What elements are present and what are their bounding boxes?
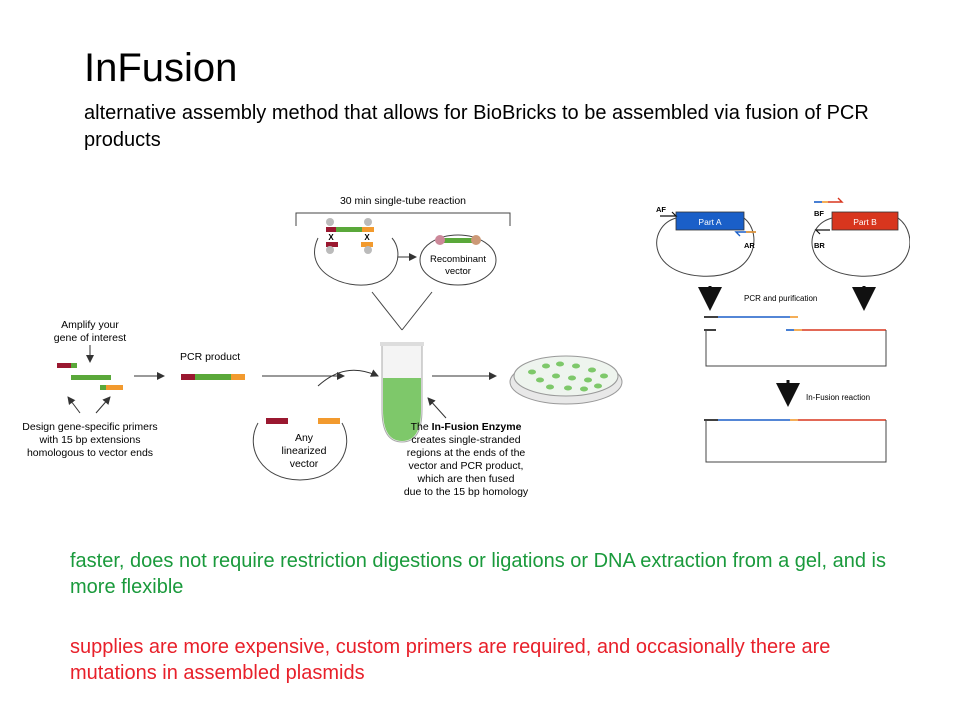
vector-b-circle	[811, 217, 910, 277]
recombinant-vector-circle	[419, 234, 497, 286]
arrow-design-left	[67, 396, 81, 414]
af-primer	[660, 211, 678, 217]
pcr-purification-label: PCR and purification	[744, 294, 817, 303]
colony	[546, 384, 554, 390]
recombinant-label-2: vector	[445, 266, 471, 277]
enzyme-label-5: which are then fused	[417, 473, 515, 485]
pcr-product-orange	[231, 374, 245, 380]
af-label: AF	[656, 205, 666, 214]
part-b-box	[831, 211, 899, 231]
colony	[594, 383, 602, 389]
top-vector-open	[314, 237, 399, 286]
design-label-3: homologous to vector ends	[27, 447, 153, 459]
reaction-time-label: 30 min single-tube reaction	[340, 195, 466, 207]
vector-label-3: vector	[290, 458, 319, 470]
vector-label-1: Any	[295, 432, 314, 444]
enzyme-label-2: creates single-stranded	[411, 434, 520, 446]
primer-right-bottom	[105, 385, 123, 390]
bf-primer-red	[828, 197, 844, 203]
reaction-bracket	[295, 212, 511, 226]
petri-dish-colonies	[528, 361, 608, 392]
vector-label-2: linearized	[282, 445, 327, 457]
infusion-process-diagram: 30 min single-tube reaction X X Recombin…	[22, 195, 623, 498]
pcr-product-green	[195, 374, 231, 380]
enzyme-label-4: vector and PCR product,	[409, 460, 524, 472]
petri-dish-top	[513, 355, 619, 397]
colony	[564, 385, 572, 391]
x-mark-left: X	[328, 233, 334, 242]
funnel-line-right	[401, 291, 433, 331]
top-gene-bar	[326, 227, 374, 232]
part-b-label: Part B	[853, 217, 877, 227]
disadvantages-text: supplies are more expensive, custom prim…	[70, 636, 831, 684]
top-circle-4	[364, 246, 372, 254]
enzyme-label-prefix: The	[411, 421, 432, 433]
reaction-tube-liquid	[383, 378, 421, 441]
colony	[572, 363, 580, 369]
slide-subtitle: alternative assembly method that allows …	[84, 102, 869, 151]
arrow-enzyme-to-tube	[427, 397, 447, 419]
enzyme-label-6: due to the 15 bp homology	[404, 486, 529, 498]
vector-end-orange	[318, 418, 340, 424]
biobrick-assembly-diagram: Part A AF AR Part B BF BR PCR and purifi…	[656, 197, 910, 463]
colony	[600, 373, 608, 379]
top-circle-2	[364, 218, 372, 226]
ar-label: AR	[744, 241, 755, 250]
colony	[588, 367, 596, 373]
part-a-label: Part A	[698, 217, 721, 227]
backbone-1	[705, 330, 887, 367]
funnel-line-left	[371, 291, 403, 331]
enzyme-label-1: The In-Fusion Enzyme	[411, 421, 522, 433]
recombinant-junction-left	[435, 235, 445, 245]
part-a-box	[675, 211, 745, 231]
arrow-design-right	[95, 396, 111, 414]
bf-label: BF	[814, 209, 824, 218]
top-primer-right-a	[362, 227, 374, 232]
recombinant-label-1: Recombinant	[430, 254, 486, 265]
top-primer-left-a	[326, 227, 336, 232]
enzyme-label-3: regions at the ends of the	[407, 447, 526, 459]
br-primer	[814, 229, 830, 235]
colony	[556, 361, 564, 367]
amplify-label-2: gene of interest	[54, 332, 126, 344]
enzyme-name: In-Fusion Enzyme	[432, 421, 522, 433]
colony	[528, 369, 536, 375]
top-primer-right-b	[361, 242, 373, 247]
design-label-1: Design gene-specific primers	[22, 421, 157, 433]
gene-green-right	[100, 385, 106, 390]
colony	[568, 375, 576, 381]
vector-a-circle	[656, 217, 755, 277]
gene-green-left	[71, 363, 77, 368]
recombinant-gene-bar	[436, 238, 476, 243]
linearized-vector	[252, 422, 348, 481]
colony	[552, 373, 560, 379]
backbone-2	[705, 420, 887, 463]
top-circle-3	[326, 246, 334, 254]
colony	[580, 386, 588, 392]
top-circle-1	[326, 218, 334, 226]
pcr-product-label: PCR product	[180, 351, 240, 363]
recombinant-junction-right	[471, 235, 481, 245]
colony	[536, 377, 544, 383]
primer-left-top	[57, 363, 71, 368]
pcr-product-red	[181, 374, 195, 380]
amplify-label-1: Amplify your	[61, 319, 119, 331]
advantages-text: faster, does not require restriction dig…	[70, 550, 886, 598]
vector-to-tube-curve	[317, 369, 379, 387]
vector-end-red	[266, 418, 288, 424]
reaction-tube-rim	[380, 342, 424, 346]
x-mark-right: X	[364, 233, 370, 242]
colony	[542, 363, 550, 369]
br-label: BR	[814, 241, 825, 250]
design-label-2: with 15 bp extensions	[39, 434, 141, 446]
top-primer-left-b	[326, 242, 338, 247]
colony	[584, 377, 592, 383]
infusion-reaction-label: In-Fusion reaction	[806, 393, 870, 402]
gene-green-main	[71, 375, 111, 380]
slide-title: InFusion	[84, 46, 238, 90]
